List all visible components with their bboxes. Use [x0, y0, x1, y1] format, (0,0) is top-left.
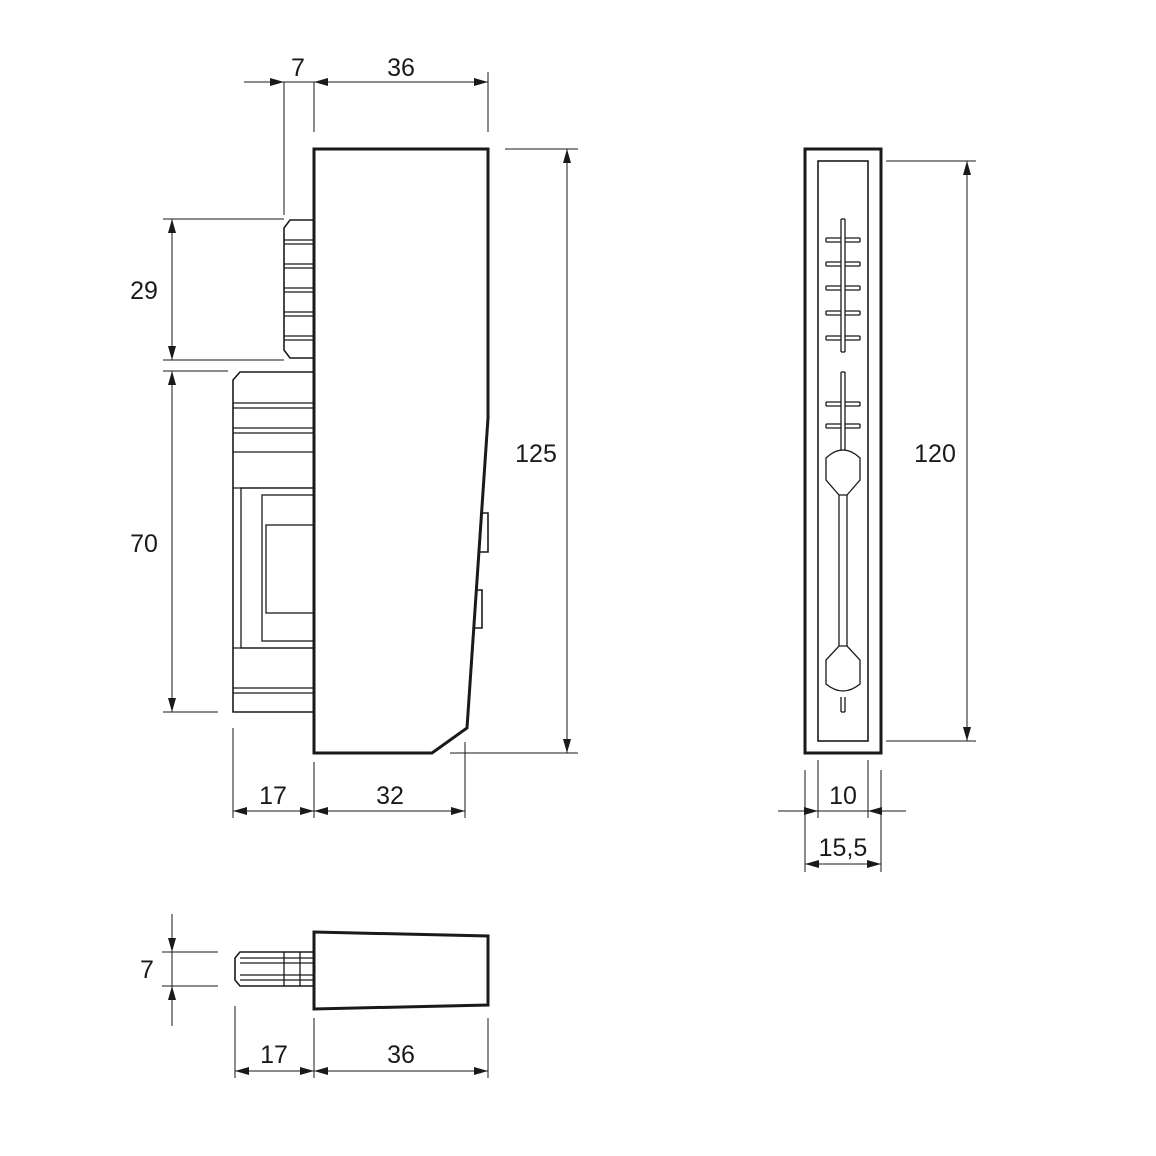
plan-housing [312, 930, 490, 1011]
dim-upper-height: 29 [130, 218, 284, 361]
dim-total-height-label: 125 [515, 440, 557, 468]
lower-connector [232, 371, 315, 713]
dim-total-height: 125 [450, 148, 578, 754]
side-view [803, 147, 883, 755]
side-lower-element [825, 371, 861, 713]
dim-lower-height: 70 [130, 370, 228, 713]
front-tab-lower [474, 589, 483, 629]
dim-bottom: 17 32 [232, 728, 466, 818]
dim-plan-height-label: 7 [140, 956, 154, 984]
dim-top-offset-label: 7 [291, 54, 305, 82]
side-inner-frame [817, 160, 869, 742]
dim-lower-height-label: 70 [130, 530, 158, 558]
dim-side-height-label: 120 [914, 440, 956, 468]
dim-plan-left-label: 17 [260, 1041, 288, 1069]
side-upper-element [825, 218, 861, 353]
dim-upper-height-label: 29 [130, 277, 158, 305]
dim-bottom-right-label: 32 [376, 782, 404, 810]
dim-top: 7 36 [244, 54, 489, 215]
dim-side-height: 120 [886, 160, 976, 742]
dim-plan-widths: 17 36 [234, 1006, 489, 1078]
front-housing [312, 147, 490, 755]
dim-side-inner-label: 10 [829, 782, 857, 810]
upper-connector [283, 219, 314, 359]
dim-side-widths: 10 15,5 [778, 760, 906, 872]
dim-side-outer-label: 15,5 [819, 834, 868, 862]
front-view [232, 147, 490, 755]
front-tab-upper [480, 512, 489, 553]
plan-view [234, 930, 490, 1011]
plan-connector [234, 951, 314, 987]
dim-bottom-left-label: 17 [259, 782, 287, 810]
dim-top-width-label: 36 [387, 54, 415, 82]
dim-plan-right-label: 36 [387, 1041, 415, 1069]
dim-plan-height: 7 [140, 914, 218, 1026]
side-outer-frame [803, 147, 883, 755]
